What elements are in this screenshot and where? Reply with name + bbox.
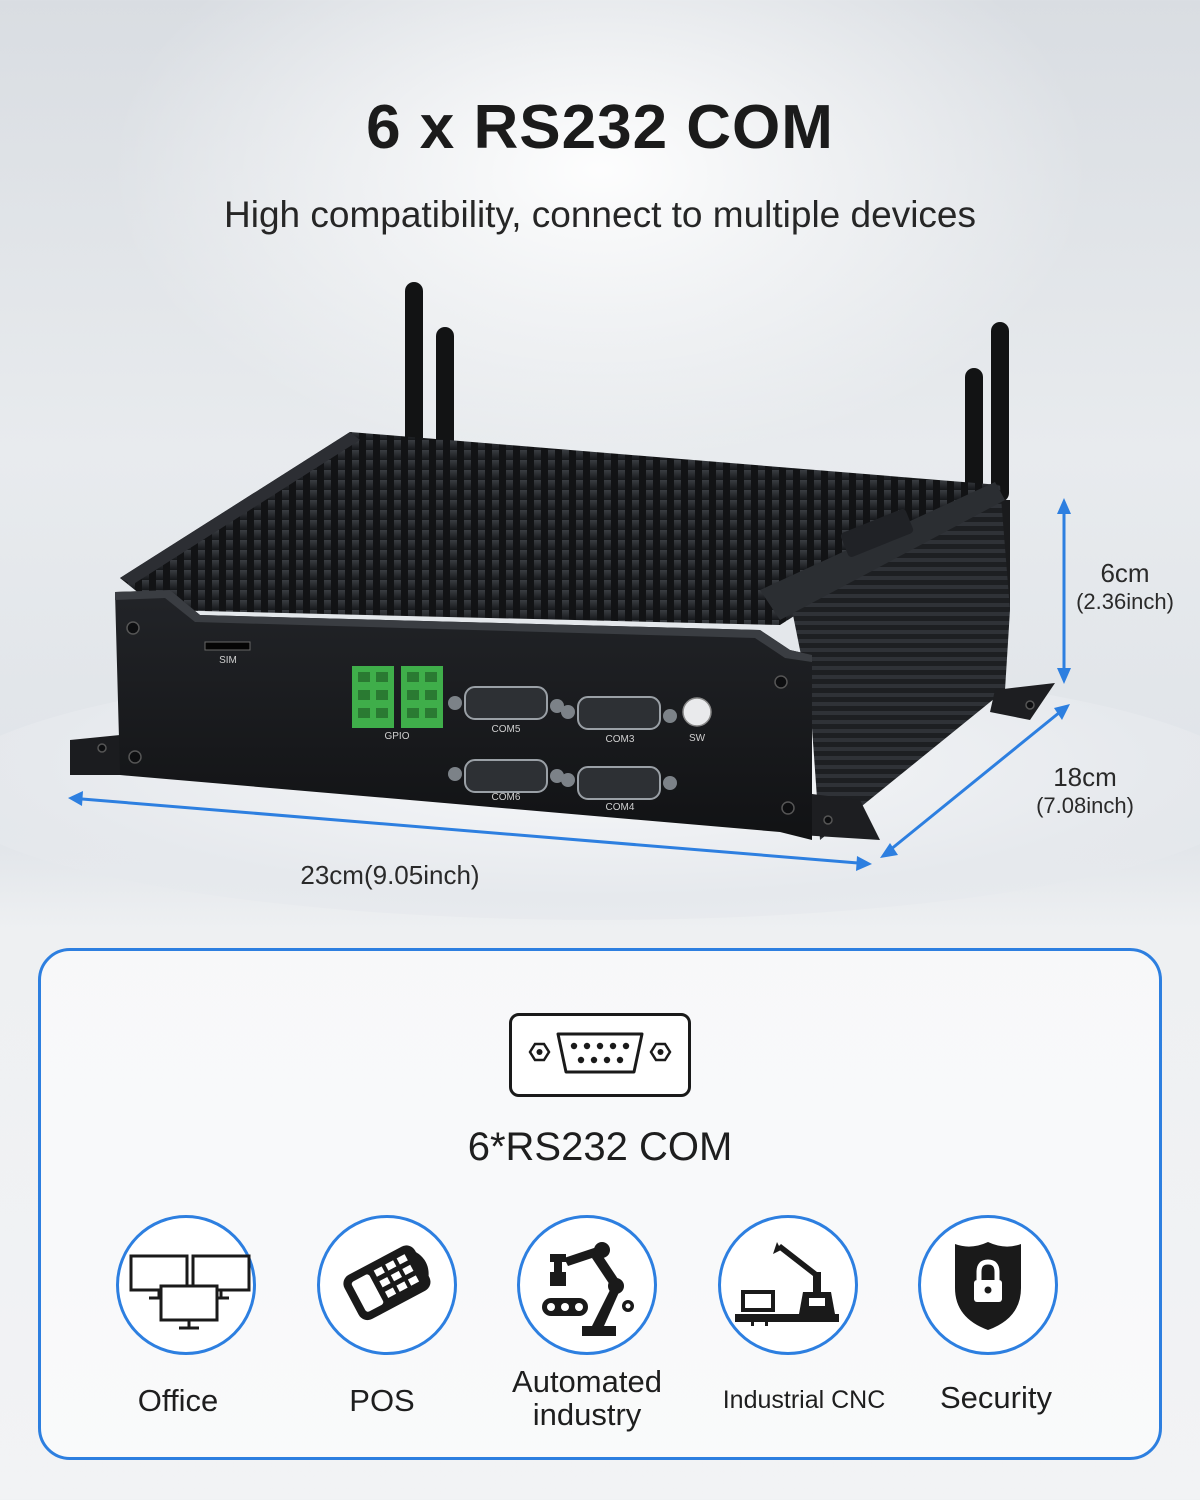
height-cm: 6cm [1100,558,1150,588]
gpio-terminals [352,666,443,728]
com6-label: COM6 [492,792,521,803]
office-icon [116,1215,256,1355]
db9-serial-port-icon [509,1013,691,1097]
cnc-machine-icon [718,1215,858,1355]
shield-lock-icon [918,1215,1058,1355]
com5-label: COM5 [492,724,521,735]
antennas [405,282,1010,610]
width-dimension: 23cm(9.05inch) [300,860,480,890]
app-label-office: Office [137,1383,219,1418]
app-label-automated-industry: Automated industry [512,1364,662,1432]
dimension-arrows [68,498,1071,871]
pos-terminal-icon [317,1215,457,1355]
depth-in: (7.08inch) [1036,793,1134,819]
app-label-security: Security [940,1380,1052,1415]
mini-pc-illustration: SIM GPIO COM5 COM3 COM6 COM4 SW [68,282,1071,871]
feature-title: 6*RS232 COM [467,1125,733,1169]
height-in: (2.36inch) [1076,589,1174,615]
page-subtitle: High compatibility, connect to multiple … [224,194,976,235]
power-switch [682,697,712,727]
robot-arm-icon [517,1215,657,1355]
height-dimension: 6cm (2.36inch) [1060,558,1190,616]
page-title: 6 x RS232 COM [366,93,834,162]
app-label-pos: POS [349,1383,415,1418]
com3-label: COM3 [606,734,635,745]
sw-label: SW [689,733,706,744]
app-label-industrial-cnc: Industrial CNC [722,1386,886,1414]
depth-dimension: 18cm (7.08inch) [1020,762,1150,820]
com4-label: COM4 [606,802,635,813]
sim-label: SIM [219,655,237,666]
com-ports [464,686,661,800]
gpio-label: GPIO [384,731,409,742]
depth-cm: 18cm [1053,762,1117,792]
